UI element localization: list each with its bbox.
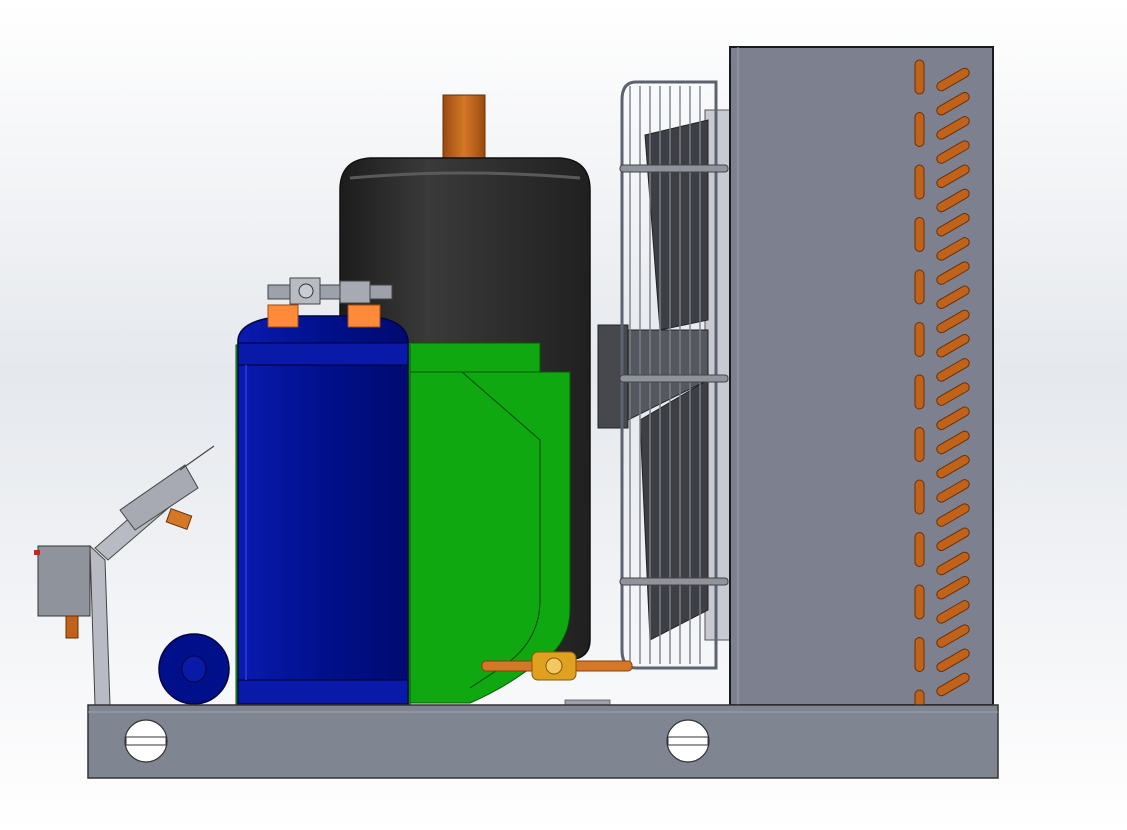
coil-tube-slanted [936, 600, 970, 624]
valve-body [267, 284, 393, 300]
coil-tube-straight [914, 374, 925, 410]
valve-cap [339, 280, 371, 304]
receiver-outlet-fitting [347, 304, 381, 328]
base-rail [87, 704, 999, 779]
fan-blade-lower [639, 379, 709, 641]
fan-guard-frame [620, 80, 718, 670]
sight-glass-window-icon [545, 657, 563, 675]
coil-tube-slanted [936, 648, 970, 673]
coil-tube-slanted [936, 624, 970, 648]
coil-tube-slanted [936, 140, 970, 164]
coil-tube-slanted [936, 237, 970, 261]
fan-guard-rib [619, 577, 729, 586]
receiver-body [237, 315, 409, 706]
liquid-line [481, 651, 633, 681]
drier-cap [181, 655, 207, 683]
coil-tube-slanted [936, 551, 970, 576]
coil-tube-slanted [936, 164, 970, 189]
coil-tube-slanted [936, 285, 970, 310]
gauge-fitting [165, 508, 193, 530]
fan-guard-rib [619, 164, 729, 173]
liquid-receiver [237, 277, 409, 706]
coil-tube-slanted [936, 91, 970, 116]
coil-tube-straight [914, 164, 925, 200]
coil-tube-slanted [936, 406, 970, 431]
coil-tube-straight [914, 637, 925, 672]
compressor-discharge-pipe [442, 94, 486, 164]
coil-tube-slanted [936, 382, 970, 406]
coil-tube-slanted [936, 672, 970, 697]
coil-tube-slanted [936, 309, 970, 334]
coil-tube-slanted [936, 67, 970, 92]
receiver-inlet-fitting [267, 304, 299, 328]
receiver-bottom-band [237, 679, 409, 705]
coil-tube-slanted [936, 188, 970, 213]
coil-tube-straight [914, 584, 925, 620]
coil-tube-slanted [936, 116, 970, 140]
coil-tube-straight [914, 322, 925, 357]
coil-tube-slanted [936, 479, 970, 503]
switch-indicator [34, 550, 40, 555]
slot-right-bar [667, 736, 709, 746]
pressure-switch [34, 445, 215, 706]
coil-tube-straight [914, 532, 925, 567]
fan-guard [619, 80, 729, 670]
coil-tube-slanted [936, 527, 970, 552]
coil-tube-straight [914, 112, 925, 147]
switch-connector [65, 615, 79, 639]
slot-left-bar [125, 736, 167, 746]
coil-tube-slanted [936, 503, 970, 527]
mounting-slot-left [124, 719, 168, 763]
valve-nut-icon [298, 283, 314, 299]
compressor-highlight [349, 171, 581, 180]
gauge-needle [179, 445, 215, 471]
coil-tube-slanted [936, 430, 970, 455]
coil-tube-slanted [936, 212, 970, 237]
coil-tube-straight [914, 59, 925, 95]
coil-tube-slanted [936, 333, 970, 358]
switch-housing [37, 545, 91, 617]
bracket-top-flange [399, 342, 541, 373]
receiver-top-band [237, 342, 409, 366]
filter-drier [158, 633, 230, 705]
condenser-fan [597, 80, 734, 670]
coil-tube-slanted [936, 454, 970, 479]
service-valve [267, 277, 393, 305]
base-frame [87, 704, 999, 779]
coil-tube-straight [914, 427, 925, 462]
condenser-coil [729, 46, 994, 725]
coil-tube-slanted [936, 575, 970, 600]
coil-tube-straight [914, 479, 925, 515]
coil-tube-slanted [936, 358, 970, 382]
copper-coil-tubes [914, 59, 970, 725]
gauge-plate [119, 464, 199, 531]
mounting-slot-right [666, 719, 710, 763]
coil-tube-straight [914, 217, 925, 252]
fan-guard-rib [619, 374, 729, 383]
sight-glass [531, 651, 577, 681]
coil-tube-straight [914, 269, 925, 305]
coil-tube-slanted [936, 261, 970, 285]
